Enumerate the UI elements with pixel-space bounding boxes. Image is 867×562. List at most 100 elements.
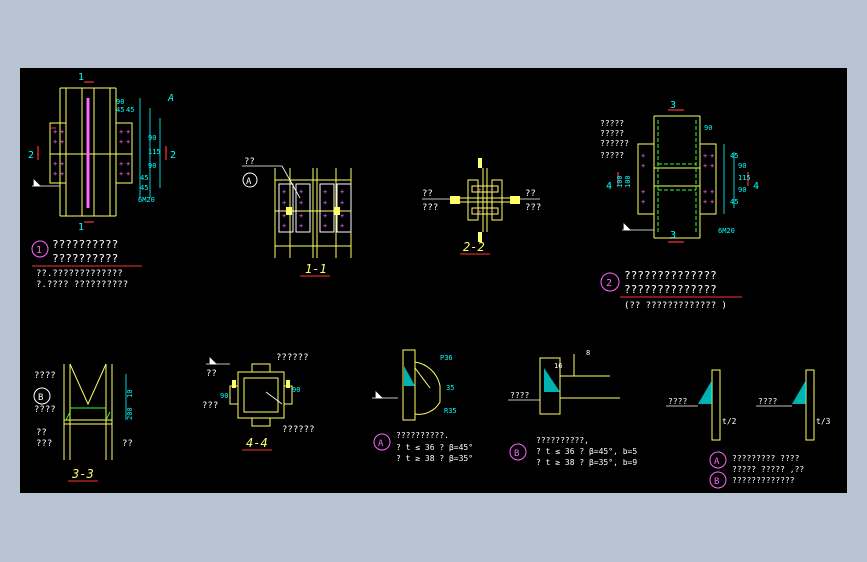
detail-2-dim-90b: 90 (738, 162, 746, 170)
cut-label-2-right: 2 (170, 150, 176, 161)
detail-weld-leader-left: ???? (668, 397, 687, 406)
section-4-4-label2: ??? (202, 401, 218, 411)
detail-2-note2: ????? (600, 129, 624, 138)
detail-2-title-line2: ?????????????? (624, 283, 717, 296)
svg-text:+: + (710, 162, 714, 170)
svg-text:+: + (641, 152, 645, 160)
detail-a-note1: ??????????. (396, 431, 449, 440)
section-4-4-title: 4-4 (246, 436, 268, 450)
svg-text:+: + (53, 170, 57, 178)
detail-b-note3: ? t ≥ 38 ? β=35°, b=9 (536, 458, 637, 467)
cad-drawing: ++ ++ ++ ++ ++ ++ ++ ++ 90 45 45 90 115 … (28, 72, 831, 489)
section-2-2-right-bottom: ??? (525, 203, 541, 213)
detail-weld-line-a2: ????? ????? ,?? (732, 465, 804, 474)
detail-weld-dim-right: t/3 (816, 417, 831, 426)
detail-1: ++ ++ ++ ++ ++ ++ ++ ++ 90 45 45 90 115 … (28, 72, 176, 290)
dim-45b: 45 (126, 106, 134, 114)
detail-a-dim-p36: P36 (440, 354, 453, 362)
detail-weld-leader-right: ???? (758, 397, 777, 406)
svg-text:+: + (641, 188, 645, 196)
dim-45c: 45 (140, 174, 148, 182)
detail-weld-dim-left: t/2 (722, 417, 737, 426)
detail-b-dim-8: 8 (586, 349, 590, 357)
svg-text:+: + (282, 212, 286, 220)
svg-text:+: + (126, 160, 130, 168)
detail-b-groove: 8 16 ???? B ??????????, ? t ≤ 36 ? β=45°… (508, 349, 637, 467)
cut-label-1-bottom: 1 (78, 222, 84, 233)
detail-a-note2: ? t ≤ 36 ? β=45° (396, 443, 473, 452)
svg-text:+: + (299, 212, 303, 220)
dim-90c: 90 (148, 162, 156, 170)
section-1-1: ++++ ++++ ++++ ++++ ?? A 1-1 (242, 157, 352, 277)
dim-90: 90 (116, 98, 124, 106)
svg-text:+: + (299, 222, 303, 230)
svg-text:+: + (299, 199, 303, 207)
cut-label-3-bottom: 3 (670, 230, 676, 241)
dim-45a: 45 (116, 106, 124, 114)
detail-2-title-line1: ?????????????? (624, 269, 717, 282)
detail-1-bubble: 1 (36, 245, 42, 256)
cut-label-1-top: 1 (78, 72, 84, 83)
svg-text:+: + (282, 199, 286, 207)
detail-a-bubble: A (378, 439, 384, 449)
svg-text:+: + (703, 152, 707, 160)
cut-label-3-top: 3 (670, 100, 676, 111)
detail-weld-bubble-a: A (714, 457, 720, 467)
detail-2-dim-left2: 100 (624, 175, 632, 188)
section-2-2-left-bottom: ??? (422, 203, 438, 213)
detail-2-dim-90c: 90 (738, 186, 746, 194)
detail-a-dim-r35: R35 (444, 407, 457, 415)
svg-text:+: + (60, 138, 64, 146)
section-4-4-dim2: 90 (292, 386, 300, 394)
detail-1-title-line1: ?????????? (52, 238, 118, 251)
detail-a-note3: ? t ≥ 38 ? β=35° (396, 454, 473, 463)
svg-text:+: + (340, 222, 344, 230)
section-3-3-dim1: 10 (126, 390, 134, 398)
svg-text:+: + (323, 222, 327, 230)
svg-text:+: + (60, 170, 64, 178)
detail-a-groove: P36 35 R35 A ??????????. ? t ≤ 36 ? β=45… (372, 349, 473, 463)
detail-weld-line-b: ????????????? (732, 476, 795, 485)
section-2-2-title: 2-2 (463, 240, 485, 254)
svg-text:+: + (490, 187, 494, 194)
detail-b-note2: ? t ≤ 36 ? β=45°, b=5 (536, 447, 637, 456)
detail-a-dim-35: 35 (446, 384, 454, 392)
svg-text:+: + (703, 188, 707, 196)
section-3-3-title: 3-3 (71, 467, 94, 481)
svg-text:+: + (340, 188, 344, 196)
svg-text:+: + (478, 187, 482, 194)
section-4-4-label1: ?? (206, 369, 217, 379)
detail-2-note4: ????? (600, 151, 624, 160)
section-4-4-dim1: 90 (220, 392, 228, 400)
svg-text:+: + (53, 138, 57, 146)
detail-weld-bubble-b: B (714, 477, 719, 487)
svg-text:+: + (282, 188, 286, 196)
svg-text:+: + (323, 188, 327, 196)
detail-1-title-line2: ?????????? (52, 252, 118, 265)
svg-text:+: + (53, 160, 57, 168)
section-3-3-label3: ?? (36, 428, 47, 438)
detail-weld-line-a: ????????? ???? (732, 454, 800, 463)
detail-fillet-welds: ???? ???? t/2 t/3 A B ????????? ???? ???… (666, 369, 831, 489)
axis-label-a: A (167, 93, 174, 104)
detail-2-note3: ?????? (600, 139, 629, 148)
cut-label-4-left: 4 (606, 181, 612, 192)
section-2-2-right-top: ?? (525, 189, 536, 199)
section-3-3-label5: ?? (122, 439, 133, 449)
section-3-3-label1: ???? (34, 371, 56, 381)
section-3-3-dim2: 200 (126, 407, 134, 420)
svg-text:+: + (490, 209, 494, 216)
section-2-2-left-top: ?? (422, 189, 433, 199)
detail-2-dim-90: 90 (704, 124, 712, 132)
svg-text:+: + (119, 128, 123, 136)
section-1-1-bubble: A (246, 177, 252, 187)
cad-drawing-canvas[interactable]: ++ ++ ++ ++ ++ ++ ++ ++ 90 45 45 90 115 … (20, 68, 847, 493)
detail-2-bolt-note: 6M20 (718, 227, 735, 235)
cut-label-4-right: 4 (753, 181, 759, 192)
detail-2-bubble: 2 (606, 278, 612, 289)
svg-text:+: + (60, 160, 64, 168)
cut-label-2-left: 2 (28, 150, 34, 161)
dim-90b: 90 (148, 134, 156, 142)
svg-text:+: + (126, 170, 130, 178)
dim-115: 115 (148, 148, 161, 156)
